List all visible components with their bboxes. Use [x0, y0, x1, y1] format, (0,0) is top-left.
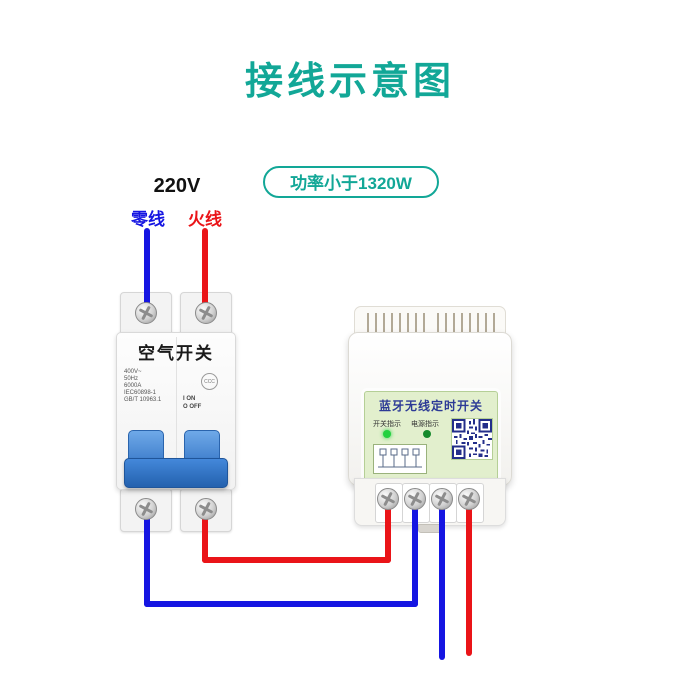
vent-slots-icon — [367, 313, 425, 333]
live-wire-input — [202, 228, 208, 320]
neutral-wire-to-timer — [412, 502, 418, 607]
qr-code-icon — [451, 418, 493, 460]
breaker-bottom-right-screw — [195, 498, 217, 520]
power-indicator-label: 电源指示 — [411, 421, 439, 428]
timer-terminal-screw-1 — [377, 488, 399, 510]
neutral-wire-horizontal — [144, 601, 418, 607]
page-title: 接线示意图 — [244, 61, 455, 103]
breaker-specs: 400V~ 50Hz 6000A IEC60898-1 GB/T 10963.1 — [124, 369, 170, 404]
breaker-on-mark: I ON — [183, 396, 196, 402]
qr-code-svg — [452, 419, 492, 459]
live-wire-label: 火线 — [188, 210, 222, 229]
timer-switch: 蓝牙无线定时开关 开关指示 电源指示 — [348, 306, 512, 533]
breaker-switch-marks: I ON O OFF — [183, 395, 223, 411]
neutral-wire-input — [144, 228, 150, 320]
timer-title: 蓝牙无线定时开关 — [378, 399, 483, 413]
breaker-top-left-screw — [135, 302, 157, 324]
voltage-label: 220V — [153, 175, 201, 197]
live-wire-to-timer — [385, 502, 391, 563]
ccc-certification-icon: CCC — [201, 373, 218, 390]
breaker-name: 空气开关 — [138, 344, 214, 363]
timer-terminal-screw-3 — [431, 488, 453, 510]
breaker-off-mark: O OFF — [183, 404, 202, 410]
breaker-spec: IEC60898-1 — [124, 390, 157, 396]
breaker-spec: GB/T 10963.1 — [124, 397, 162, 403]
wiring-mini-diagram-icon — [373, 444, 427, 474]
live-wire-breaker-down — [202, 515, 208, 563]
wiring-mini-diagram-svg — [378, 448, 422, 468]
neutral-wire-label: 零线 — [131, 210, 165, 229]
breaker-spec: 50Hz — [124, 376, 139, 382]
power-led-icon — [423, 430, 431, 438]
switch-indicator-label: 开关指示 — [373, 421, 401, 428]
breaker-bottom-left-screw — [135, 498, 157, 520]
timer-terminal-screw-4 — [458, 488, 480, 510]
neutral-wire-output — [439, 502, 445, 660]
power-limit-badge: 功率小于1320W — [263, 166, 439, 198]
timer-body: 蓝牙无线定时开关 开关指示 电源指示 — [348, 332, 512, 486]
vent-slots-icon — [437, 313, 495, 333]
breaker-spec: 6000A — [124, 383, 142, 389]
timer-label-panel: 蓝牙无线定时开关 开关指示 电源指示 — [364, 391, 498, 481]
breaker-spec: 400V~ — [124, 369, 142, 375]
breaker-top-right-screw — [195, 302, 217, 324]
neutral-wire-breaker-down — [144, 515, 150, 607]
breaker-handle-tie-bar — [124, 458, 228, 488]
switch-led-icon — [383, 430, 391, 438]
circuit-breaker: 空气开关 400V~ 50Hz 6000A IEC60898-1 GB/T 10… — [116, 292, 236, 532]
live-wire-output — [466, 502, 472, 656]
live-wire-horizontal — [202, 557, 391, 563]
timer-terminal-screw-2 — [404, 488, 426, 510]
